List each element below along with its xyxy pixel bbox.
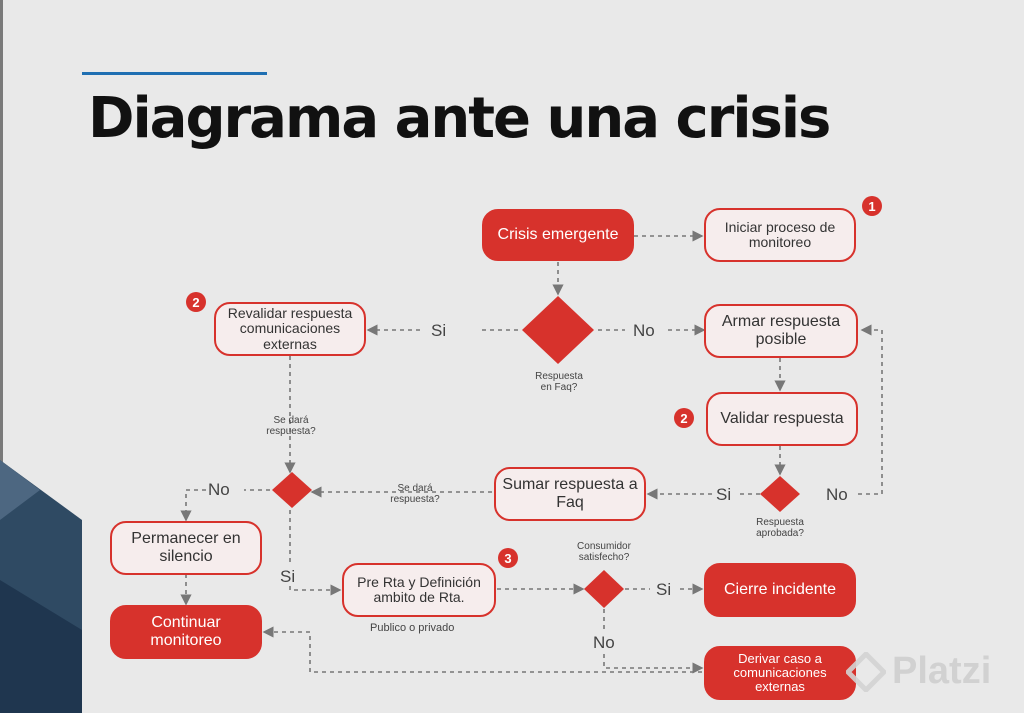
label-respuesta-aprobada: Respuesta aprobada?	[756, 517, 804, 539]
decision-diamond-aprobada	[760, 476, 800, 512]
decision-diamond-consumidor	[584, 570, 624, 608]
arrow-derivar-continuar	[262, 626, 702, 673]
decision-diamond-se-dara	[272, 472, 312, 508]
label-no-aprobada: No	[826, 485, 848, 504]
step-badge-2a: 2	[186, 292, 206, 312]
arrow-no-permanecer	[180, 489, 206, 522]
node-sumar-faq: Sumar respuesta a Faq	[494, 467, 646, 521]
node-armar-respuesta: Armar respuesta posible	[704, 304, 858, 358]
label-no-faq: No	[633, 321, 655, 340]
arrow-si-prerta	[289, 584, 342, 596]
watermark-text: Platzi	[892, 650, 992, 692]
label-si-cierre: Si	[656, 580, 672, 599]
page-title: Diagrama ante una crisis	[88, 86, 831, 151]
node-continuar-monitoreo: Continuar monitoreo	[110, 605, 262, 659]
platzi-logo-icon	[846, 651, 886, 692]
arrow-no-derivar	[603, 654, 704, 674]
step-badge-1: 1	[862, 196, 882, 216]
label-si-faq: Si	[431, 321, 447, 340]
node-iniciar-monitoreo: Iniciar proceso de monitoreo	[704, 208, 856, 262]
label-se-dara-respuesta-1: Se dará respuesta?	[266, 415, 316, 437]
node-derivar-caso: Derivar caso a comunicaciones externas	[704, 646, 856, 700]
decorative-corner-shape	[0, 460, 82, 713]
label-respuesta-en-faq: Respuesta en Faq?	[535, 371, 583, 393]
label-se-dara-respuesta-2: Se dará respuesta?	[390, 483, 440, 505]
label-publico-privado: Publico o privado	[370, 622, 455, 634]
node-cierre-incidente: Cierre incidente	[704, 563, 856, 617]
label-si-prerta: Si	[280, 567, 296, 586]
title-accent-line	[82, 72, 267, 75]
step-badge-2b: 2	[674, 408, 694, 428]
node-validar-respuesta: Validar respuesta	[706, 392, 858, 446]
node-pre-rta: Pre Rta y Definición ambito de Rta.	[342, 563, 496, 617]
label-consumidor-satisfecho: Consumidor satisfecho?	[577, 541, 631, 563]
label-no-derivar: No	[593, 633, 615, 652]
arrow-no-loop-armar	[858, 324, 883, 495]
label-no-silencio: No	[208, 480, 230, 499]
step-badge-3: 3	[498, 548, 518, 568]
node-revalidar-respuesta: Revalidar respuesta comunicaciones exter…	[214, 302, 366, 356]
node-crisis-emergente: Crisis emergente	[482, 209, 634, 261]
left-edge	[0, 0, 3, 713]
label-si-aprobada: Si	[716, 485, 732, 504]
node-permanecer-silencio: Permanecer en silencio	[110, 521, 262, 575]
decision-diamond-faq	[522, 296, 594, 364]
platzi-watermark: Platzi	[846, 650, 991, 693]
